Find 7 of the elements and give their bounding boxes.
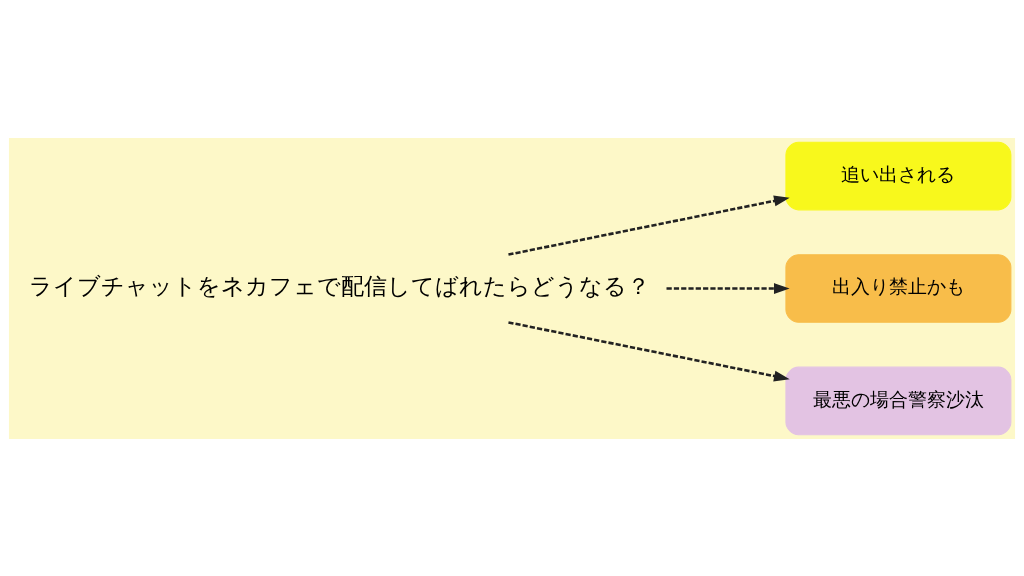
node-box: 最悪の場合警察沙汰: [785, 366, 1012, 435]
arrow: [508, 195, 790, 256]
node-text: ライブチャットをネカフェで配信してばれたらどうなる？: [29, 272, 651, 299]
node-box: 追い出される: [785, 141, 1012, 210]
arrow: [508, 320, 790, 381]
arrow: [666, 282, 790, 294]
node-box: 出入り禁止かも: [785, 253, 1012, 323]
